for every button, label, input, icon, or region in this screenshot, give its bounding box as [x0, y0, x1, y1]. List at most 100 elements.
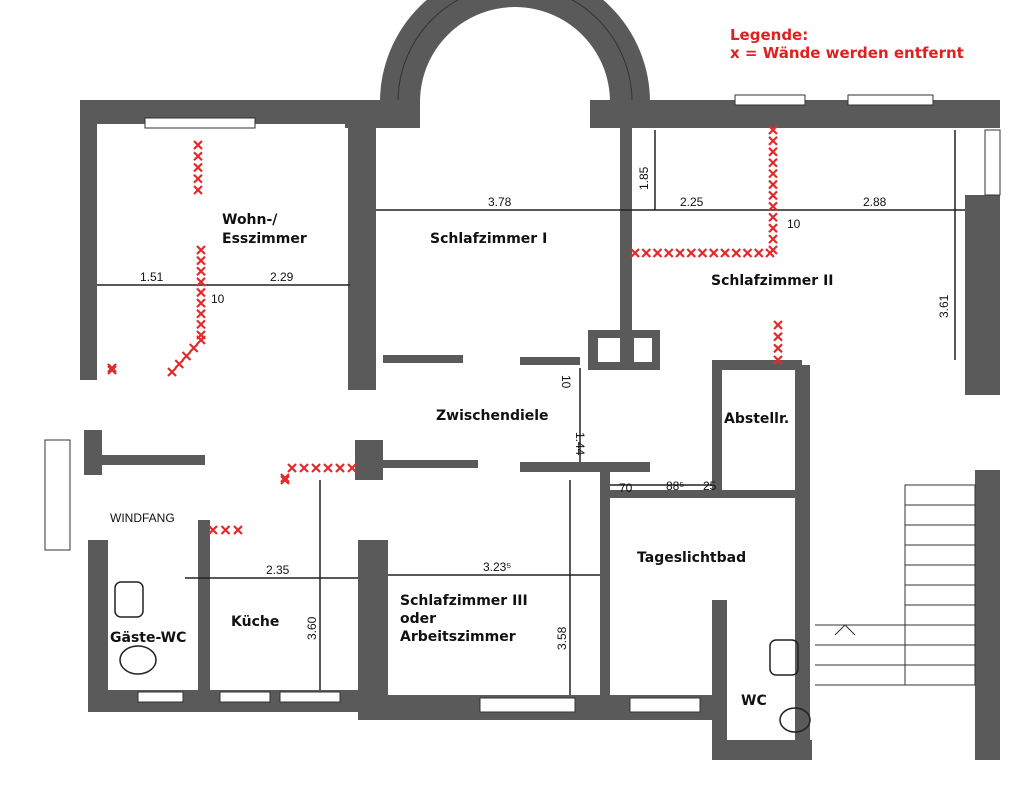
removal-x-mark — [220, 525, 231, 535]
removal-x-mark — [107, 365, 117, 375]
removal-x-mark — [663, 248, 674, 258]
dim-schlaf3-depth: 3.58 — [555, 626, 569, 650]
legend-entry: x = Wände werden entfernt — [730, 44, 964, 62]
room-label-windfang: WINDFANG — [110, 511, 175, 525]
removal-x-mark — [773, 355, 783, 365]
dim-schlaf2-depth: 3.61 — [937, 294, 951, 318]
room-label-wohn-line1: Wohn-/ — [222, 212, 278, 228]
removal-x-mark — [193, 185, 203, 195]
removal-x-mark — [768, 223, 778, 233]
removal-x-mark — [193, 151, 203, 162]
dimension-lines — [97, 130, 965, 695]
removal-x-mark — [280, 475, 290, 485]
dim-schlaf2-depth-top: 1.85 — [637, 166, 651, 190]
removal-x-mark — [641, 248, 652, 258]
removal-x-mark — [233, 525, 243, 535]
dim-schlaf2-right: 2.88 — [863, 195, 887, 209]
removal-x-mark — [768, 125, 778, 135]
room-label-wohn-line2: Esszimmer — [222, 231, 307, 247]
removal-x-mark — [196, 245, 206, 255]
removal-x-mark — [196, 298, 206, 308]
removal-x-mark — [196, 319, 206, 330]
removal-x-mark — [768, 234, 778, 244]
removal-x-mark — [188, 343, 199, 353]
removal-x-mark — [753, 248, 764, 258]
removal-x-mark — [335, 463, 345, 473]
room-label-schlafzimmer-1: Schlafzimmer I — [430, 231, 547, 247]
removal-x-mark — [347, 463, 357, 473]
dim-schlaf1-width: 3.78 — [488, 195, 512, 209]
room-label-schlafzimmer-2: Schlafzimmer II — [711, 273, 834, 289]
removal-x-mark — [193, 173, 203, 184]
removal-x-mark — [768, 245, 778, 255]
dim-schlaf2-left: 2.25 — [680, 195, 704, 209]
removal-x-mark — [652, 248, 663, 258]
removal-x-mark — [196, 287, 206, 298]
dim-schlaf3-width: 3.23⁵ — [483, 560, 511, 574]
removal-x-mark — [731, 248, 742, 258]
removal-x-mark — [193, 162, 203, 173]
room-label-gaeste-wc: Gäste-WC — [110, 630, 186, 646]
room-label-schlafzimmer-3-line2: oder — [400, 611, 436, 627]
windows — [44, 94, 1001, 713]
removal-x-mark — [697, 248, 708, 258]
removal-x-mark — [196, 255, 206, 266]
removal-x-mark — [174, 359, 185, 369]
dim-bath-25: 25 — [703, 479, 717, 493]
walls — [80, 100, 1000, 760]
removal-x-mark — [311, 463, 321, 473]
removal-x-mark — [196, 266, 206, 277]
room-label-abstellraum: Abstellr. — [724, 411, 789, 427]
removal-x-mark — [708, 248, 719, 258]
removal-x-mark — [181, 351, 192, 361]
staircase — [815, 484, 976, 686]
dim-wohn-right: 2.29 — [270, 270, 294, 284]
dim-kueche-depth: 3.60 — [305, 616, 319, 640]
removal-x-mark — [773, 343, 783, 354]
removal-x-mark — [167, 367, 177, 377]
removal-x-mark — [686, 248, 697, 258]
dim-diele-wall: 10 — [559, 375, 573, 389]
removal-x-mark — [773, 320, 783, 330]
removal-x-mark — [323, 463, 333, 473]
removal-x-mark — [196, 277, 206, 287]
removal-x-mark — [196, 308, 206, 319]
removal-x-mark — [196, 335, 206, 345]
dim-wohn-wall: 10 — [211, 292, 225, 306]
room-label-schlafzimmer-3-line1: Schlafzimmer III — [400, 593, 528, 609]
dim-wohn-left: 1.51 — [140, 270, 164, 284]
removal-x-mark — [720, 248, 730, 258]
removal-x-mark — [630, 248, 640, 258]
dim-kueche-width: 2.35 — [266, 563, 290, 577]
removal-x-mark — [773, 331, 783, 342]
removal-x-mark — [299, 463, 309, 473]
bay-window — [380, 0, 650, 103]
removal-x-mark — [768, 136, 778, 146]
removal-x-mark — [193, 140, 203, 150]
dim-diele-depth: 1.44 — [573, 432, 587, 456]
removal-x-mark — [768, 157, 778, 168]
legend-title: Legende: — [730, 26, 808, 44]
removal-x-mark — [768, 168, 778, 179]
room-label-zwischendiele: Zwischendiele — [436, 408, 549, 424]
removal-x-mark — [280, 473, 290, 483]
removal-x-mark — [768, 212, 778, 223]
removal-x-mark — [742, 248, 753, 258]
removal-x-mark — [208, 525, 218, 535]
removal-x-mark — [768, 190, 778, 201]
removal-x-mark — [768, 179, 778, 190]
removal-x-mark — [107, 363, 117, 373]
dim-schlaf2-wall: 10 — [787, 217, 801, 231]
room-label-kueche: Küche — [231, 614, 279, 630]
room-label-tageslichtbad: Tageslichtbad — [637, 550, 746, 566]
toilets — [114, 581, 811, 733]
removal-x-mark — [287, 463, 297, 473]
removal-x-mark — [768, 201, 778, 212]
removal-x-mark — [675, 248, 685, 258]
room-label-schlafzimmer-3-line3: Arbeitszimmer — [400, 629, 516, 645]
room-label-wc: WC — [741, 693, 767, 709]
dim-bath-88: 88⁵ — [666, 479, 684, 493]
dim-bath-70: 70 — [619, 481, 633, 495]
